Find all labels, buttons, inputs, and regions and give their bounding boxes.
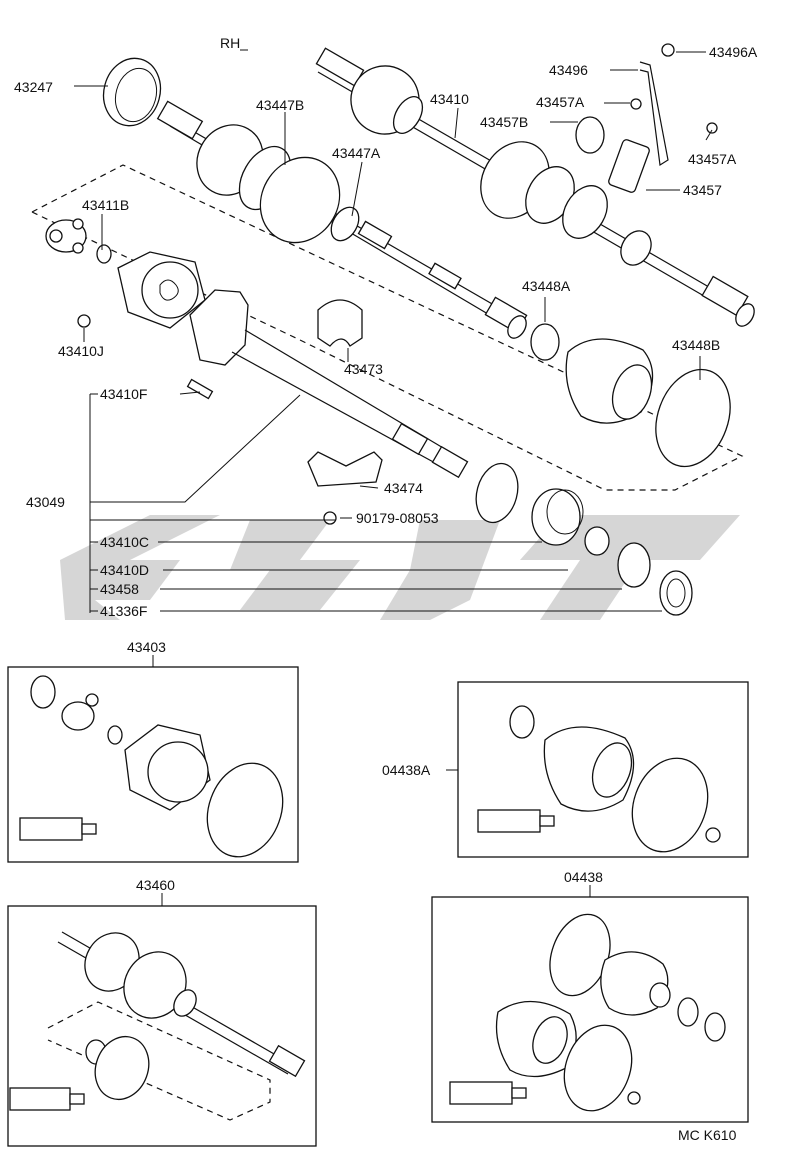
diagram-code: MC K610 [678,1127,737,1143]
callout-43410J: 43410J [58,343,104,359]
callout-43410C: 43410C [100,534,149,550]
callout-43447A: 43447A [332,145,381,161]
inboard-joint-cluster [45,218,206,329]
intermediate-shaft [186,289,469,479]
callout-43448B: 43448B [672,337,720,353]
kit-04438A-parts [477,705,721,853]
callout-43457A-right: 43457A [688,151,737,167]
drive-shaft-43410 [315,47,755,327]
callout-43457B: 43457B [480,114,528,130]
bearing-set [475,462,693,616]
boot-and-clamps [530,323,731,468]
callout-43410D: 43410D [100,562,149,578]
callout-43496A: 43496A [709,44,758,60]
long-drive-shaft-upper [156,100,528,339]
callout-43410F: 43410F [100,386,147,402]
leader-lines [74,49,713,613]
kit-label-43403: 43403 [127,639,166,655]
callout-43049: 43049 [26,494,65,510]
callout-43458: 43458 [100,581,139,597]
callout-43448A: 43448A [522,278,571,294]
dust-cover-43247 [102,57,162,127]
callout-43447B: 43447B [256,97,304,113]
callout-43496: 43496 [549,62,588,78]
callout-43411B: 43411B [82,197,129,213]
side-label: RH [220,35,240,51]
kit-04438-parts [449,913,726,1112]
shaft-brackets [307,299,383,525]
kit-label-04438A: 04438A [382,762,431,778]
callout-90179-08053: 90179-08053 [356,510,439,526]
callout-43473: 43473 [344,361,383,377]
kit-label-04438: 04438 [564,869,603,885]
callout-43457: 43457 [683,182,722,198]
assembly-outline-dashed [31,164,744,491]
callout-43247: 43247 [14,79,53,95]
kit-43403-parts [19,675,284,858]
kit-label-43460: 43460 [136,877,175,893]
kit-43460-parts [9,931,306,1121]
callout-43474: 43474 [384,480,423,496]
bearing-bracket [575,43,718,193]
callout-41336F: 41336F [100,603,147,619]
callout-43457A-top: 43457A [536,94,585,110]
callout-43410: 43410 [430,91,469,107]
